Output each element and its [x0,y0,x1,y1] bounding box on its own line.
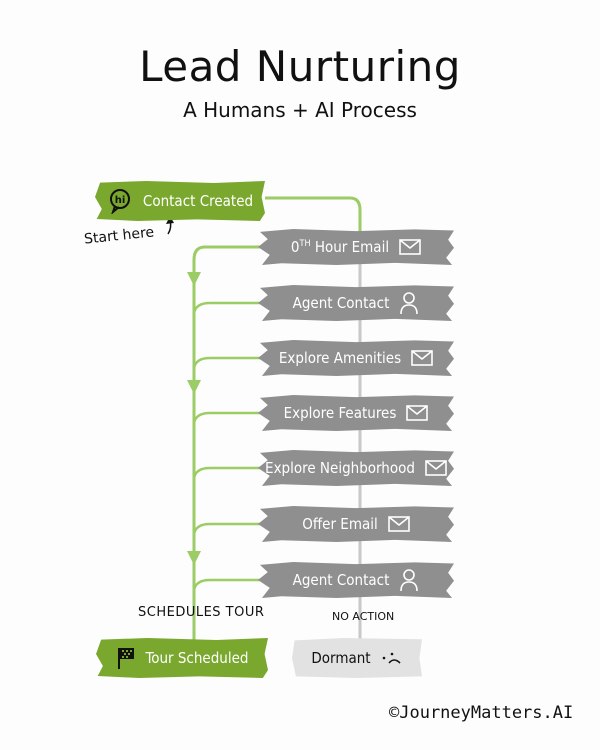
envelope-icon [411,350,433,366]
tour-scheduled-node[interactable]: Tour Scheduled [96,638,268,678]
person-icon [399,568,419,592]
schedules-tour-label: SCHEDULES TOUR [138,605,265,620]
envelope-icon [399,239,421,255]
dormant-node[interactable]: Dormant [292,638,422,678]
page-title: Lead Nurturing [139,42,461,91]
step-label: Offer Email [302,515,378,533]
tour-scheduled-label: Tour Scheduled [145,649,249,667]
copyright: ©JourneyMatters.AI [389,703,574,723]
step-label: Explore Neighborhood [265,459,415,477]
step-offer-email[interactable]: Offer Email [258,506,454,542]
svg-text:hi: hi [115,195,126,206]
envelope-icon [425,460,447,476]
contact-created-node[interactable]: hi Contact Created [95,181,265,221]
step-explore-features[interactable]: Explore Features [258,395,454,431]
page-subtitle: A Humans + AI Process [183,98,417,122]
step-explore-amenities[interactable]: Explore Amenities [258,340,454,376]
step-0th-hour-email[interactable]: 0TH Hour Email [258,229,454,265]
person-icon [399,291,419,315]
sad-face-icon [381,651,403,665]
step-label: Explore Features [283,404,397,422]
hi-speech-bubble-icon: hi [107,188,133,214]
step-agent-contact-2[interactable]: Agent Contact [258,562,454,598]
step-label: Explore Amenities [278,349,402,367]
step-label: 0TH Hour Email [290,238,390,256]
contact-created-label: Contact Created [142,192,254,210]
step-explore-neighborhood[interactable]: Explore Neighborhood [258,450,454,486]
step-agent-contact-1[interactable]: Agent Contact [258,285,454,321]
envelope-icon [387,516,410,532]
dormant-label: Dormant [311,649,371,667]
checkered-flag-icon [116,646,136,670]
step-label: Agent Contact [292,294,390,312]
no-action-label: NO ACTION [332,610,395,623]
step-label: Agent Contact [292,571,390,589]
envelope-icon [406,405,429,421]
